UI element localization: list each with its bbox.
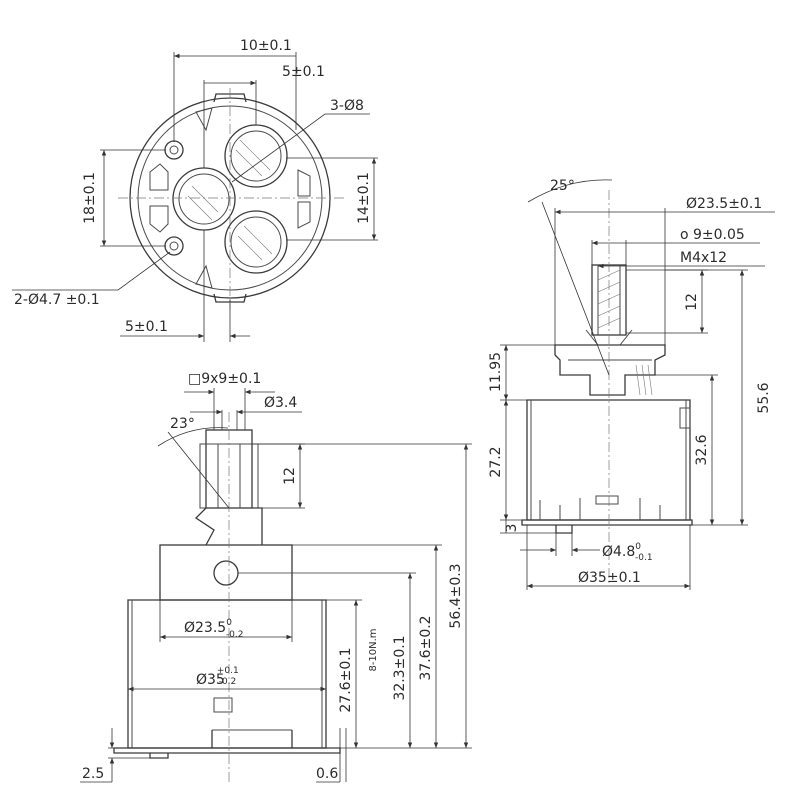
front-dim-d35: Ø35+0.1-0.2 [196, 666, 239, 688]
side-dim-12: 12 [684, 293, 700, 311]
top-dim-14: 14±0.1 [356, 172, 372, 224]
top-view-centerlines [118, 88, 345, 310]
side-view-dimensions [500, 179, 775, 590]
front-dim-564: 56.4±0.3 [448, 563, 464, 628]
side-view: 25° Ø23.5±0.1 o 9±0.05 M4x12 12 55.6 32.… [488, 178, 775, 590]
front-dim-25: 2.5 [82, 766, 104, 782]
side-dim-326: 32.6 [694, 434, 710, 465]
front-torque: 8-10N.m [368, 628, 379, 671]
front-angle-23: 23° [170, 416, 195, 432]
front-view-outline [113, 429, 341, 759]
side-dim-d48: Ø4.80-0.1 [602, 542, 653, 563]
front-dim-square: □9x9±0.1 [188, 371, 261, 387]
top-view: 10±0.1 5±0.1 3-Ø8 18±0.1 14±0.1 2-Ø4.7 ±… [12, 38, 378, 342]
front-dim-323: 32.3±0.1 [392, 635, 408, 700]
side-dim-556: 55.6 [756, 382, 772, 413]
top-dim-3holes: 3-Ø8 [330, 98, 364, 114]
top-dim-10: 10±0.1 [240, 38, 292, 54]
side-dim-1195: 11.95 [488, 352, 504, 392]
side-dim-d35: Ø35±0.1 [578, 570, 641, 586]
top-dim-2holes: 2-Ø4.7 ±0.1 [14, 292, 100, 308]
side-dim-3: 3 [504, 524, 520, 533]
top-view-dimensions [12, 52, 378, 342]
front-dim-06: 0.6 [316, 766, 338, 782]
side-angle-25: 25° [550, 178, 575, 194]
top-dim-5-top: 5±0.1 [282, 64, 325, 80]
front-dim-12: 12 [282, 467, 298, 485]
top-dim-5-bottom: 5±0.1 [125, 319, 168, 335]
front-dim-376: 37.6±0.2 [418, 615, 434, 680]
front-dim-d34: Ø3.4 [264, 395, 297, 411]
side-dim-d235: Ø23.5±0.1 [686, 196, 762, 212]
top-dim-18: 18±0.1 [82, 172, 98, 224]
side-dim-o9: o 9±0.05 [680, 227, 745, 243]
front-view: □9x9±0.1 Ø3.4 23° 12 Ø23.50-0.2 Ø35+0.1-… [80, 371, 472, 783]
front-view-dimensions [80, 388, 472, 783]
side-view-outline [521, 264, 693, 534]
side-dim-m4: M4x12 [680, 250, 727, 266]
side-dim-272: 27.2 [488, 446, 504, 477]
front-dim-d235: Ø23.50-0.2 [184, 618, 244, 640]
front-dim-276: 27.6±0.1 [338, 647, 354, 712]
